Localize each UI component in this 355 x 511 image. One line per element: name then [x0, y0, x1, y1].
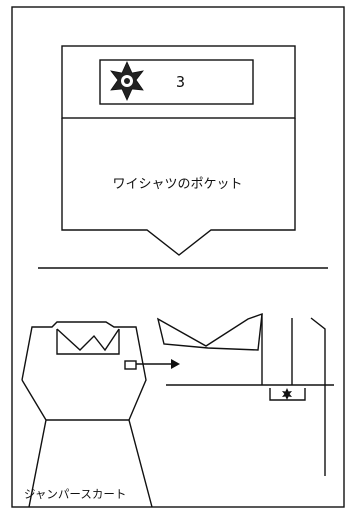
- shirt-pocket: [61, 45, 296, 256]
- jumper-right-outline: [21, 321, 153, 508]
- detail-badge-box: [269, 388, 306, 401]
- badge-number: 3: [176, 73, 186, 91]
- pocket-flap: [61, 45, 296, 119]
- pointer-arrow-head: [171, 359, 180, 369]
- pocket-caption: ワイシャツのポケット: [112, 177, 243, 192]
- jumper-skirt-caption: ジャンパースカート: [24, 487, 127, 501]
- collar-points: [56, 328, 120, 352]
- pocket-body: [61, 118, 296, 256]
- jumper-skirt-figure: [21, 321, 172, 508]
- collar-box: [56, 329, 120, 355]
- enlarged-detail: [156, 312, 334, 476]
- small-crest-icon: [282, 388, 292, 400]
- star-crest-icon: [110, 61, 144, 101]
- name-badge: [99, 59, 254, 105]
- detail-side-lines: [291, 317, 326, 476]
- outer-frame: [11, 6, 345, 508]
- enlarged-collar: [156, 312, 263, 351]
- badge-location-marker: [124, 360, 137, 370]
